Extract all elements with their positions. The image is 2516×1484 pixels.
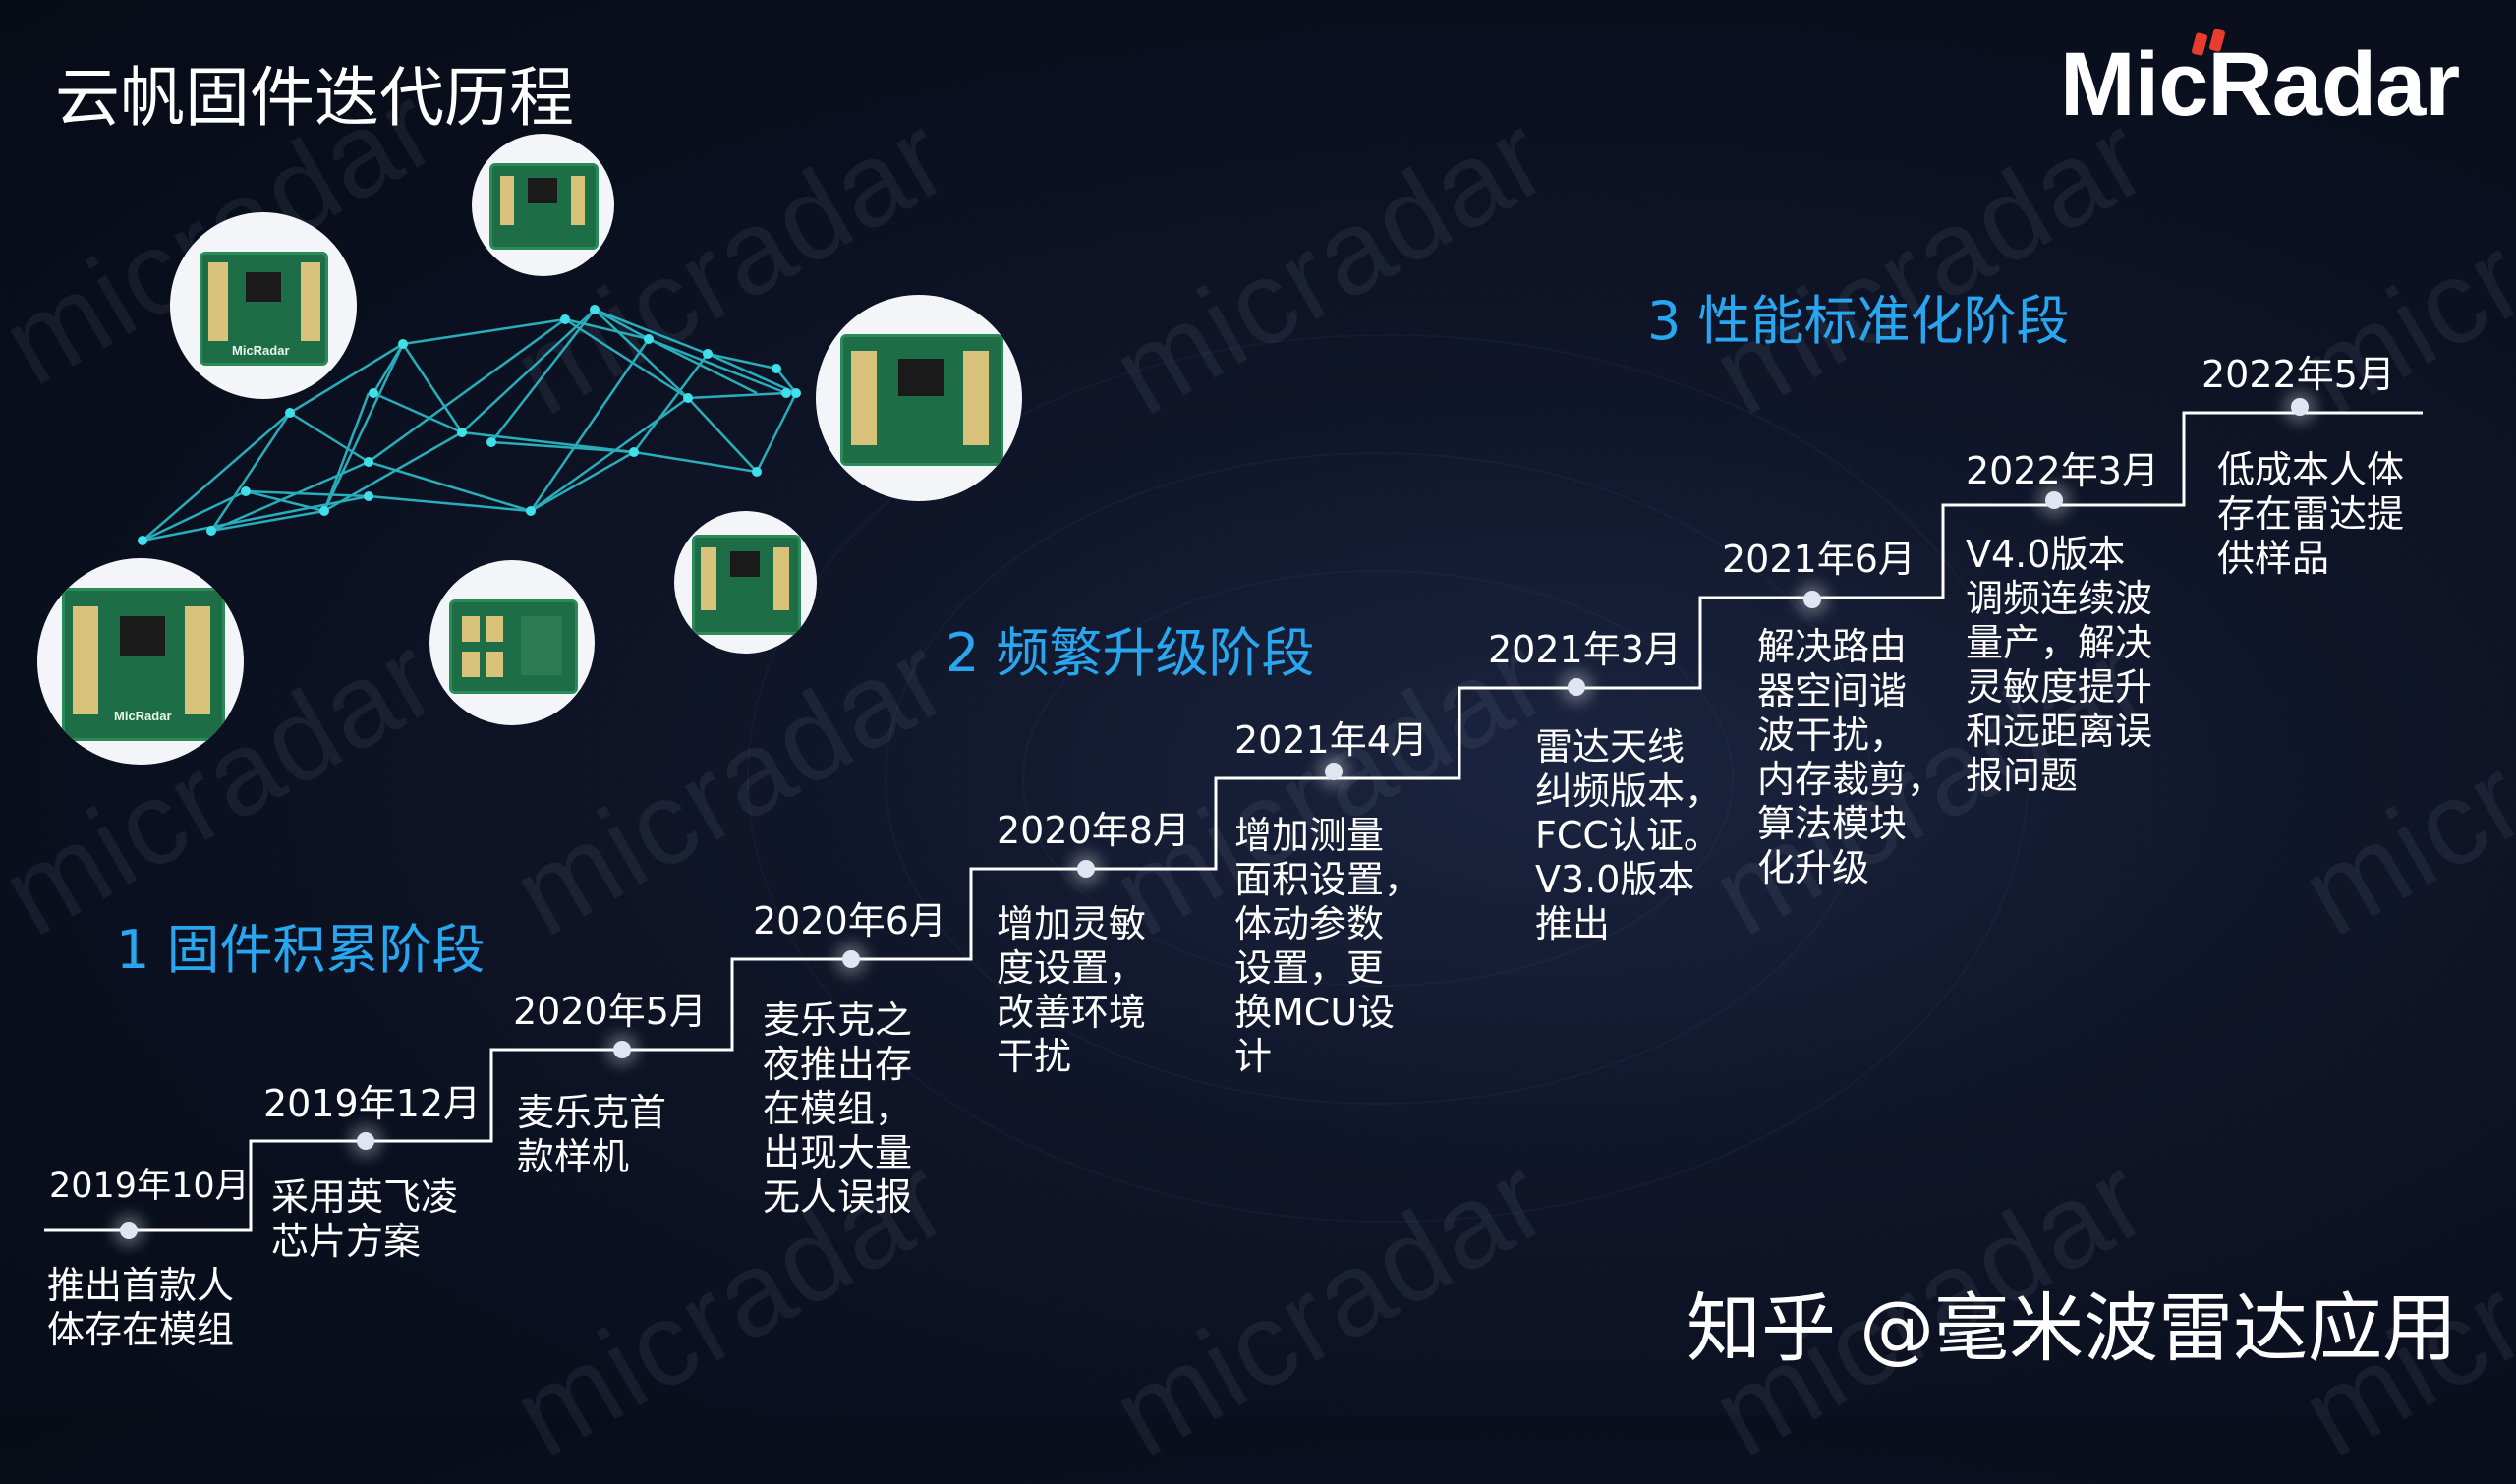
radar-module-image: MicRadar bbox=[170, 212, 357, 399]
stage-label: 2 频繁升级阶段 bbox=[945, 622, 1315, 684]
milestone-desc: 推出首款人 体存在模组 bbox=[47, 1264, 235, 1351]
milestone-desc: 雷达天线 纠频版本， FCC认证。 V3.0版本 推出 bbox=[1535, 725, 1723, 945]
watermark: micradar bbox=[2281, 609, 2516, 961]
milestone-dot bbox=[1803, 591, 1821, 608]
page-title: 云帆固件迭代历程 bbox=[55, 60, 574, 136]
milestone-date: 2021年6月 bbox=[1722, 538, 1916, 581]
milestone-date: 2019年12月 bbox=[263, 1082, 482, 1125]
milestone-dot bbox=[1077, 860, 1095, 878]
radar-module-image bbox=[816, 295, 1022, 501]
milestone-date: 2020年8月 bbox=[997, 809, 1190, 852]
milestone-dot bbox=[357, 1132, 374, 1150]
watermark: micradar bbox=[1691, 88, 2169, 440]
milestone-desc: 麦乐克之 夜推出存 在模组， 出现大量 无人误报 bbox=[763, 999, 913, 1219]
radar-module-image bbox=[472, 134, 614, 276]
milestone-date: 2020年6月 bbox=[753, 899, 946, 942]
milestone-desc: V4.0版本 调频连续波 量产，解决 灵敏度提升 和远距离误 报问题 bbox=[1966, 533, 2153, 797]
milestone-desc: 增加测量 面积设置， 体动参数 设置，更 换MCU设 计 bbox=[1234, 814, 1422, 1078]
radar-module-image: MicRadar bbox=[37, 558, 244, 765]
radar-module-image bbox=[674, 511, 817, 654]
milestone-date: 2021年3月 bbox=[1488, 628, 1682, 671]
micradar-logo: MicRadar bbox=[2060, 34, 2460, 135]
stage-label: 3 性能标准化阶段 bbox=[1647, 290, 2070, 352]
milestone-desc: 麦乐克首 款样机 bbox=[517, 1091, 667, 1178]
radar-module-image bbox=[429, 560, 595, 725]
zhihu-attribution: 知乎 @毫米波雷达应用 bbox=[1687, 1284, 2458, 1372]
milestone-date: 2022年5月 bbox=[2202, 353, 2395, 396]
milestone-dot bbox=[1325, 763, 1343, 780]
milestone-dot bbox=[842, 950, 860, 968]
milestone-dot bbox=[613, 1041, 631, 1058]
milestone-date: 2020年5月 bbox=[513, 990, 707, 1033]
milestone-dot bbox=[120, 1222, 138, 1239]
milestone-date: 2022年3月 bbox=[1966, 449, 2159, 492]
milestone-date: 2019年10月 bbox=[49, 1167, 250, 1206]
milestone-desc: 低成本人体 存在雷达提 供样品 bbox=[2217, 448, 2405, 580]
milestone-desc: 增加灵敏 度设置， 改善环境 干扰 bbox=[997, 902, 1147, 1078]
milestone-dot bbox=[1568, 678, 1585, 696]
stage-label: 1 固件积累阶段 bbox=[116, 919, 486, 981]
milestone-dot bbox=[2045, 491, 2063, 509]
milestone-desc: 解决路由 器空间谐 波干扰， 内存裁剪， 算法模块 化升级 bbox=[1757, 625, 1945, 889]
milestone-date: 2021年4月 bbox=[1234, 718, 1428, 762]
milestone-desc: 采用英飞凌 芯片方案 bbox=[271, 1175, 459, 1263]
milestone-dot bbox=[2291, 398, 2309, 416]
